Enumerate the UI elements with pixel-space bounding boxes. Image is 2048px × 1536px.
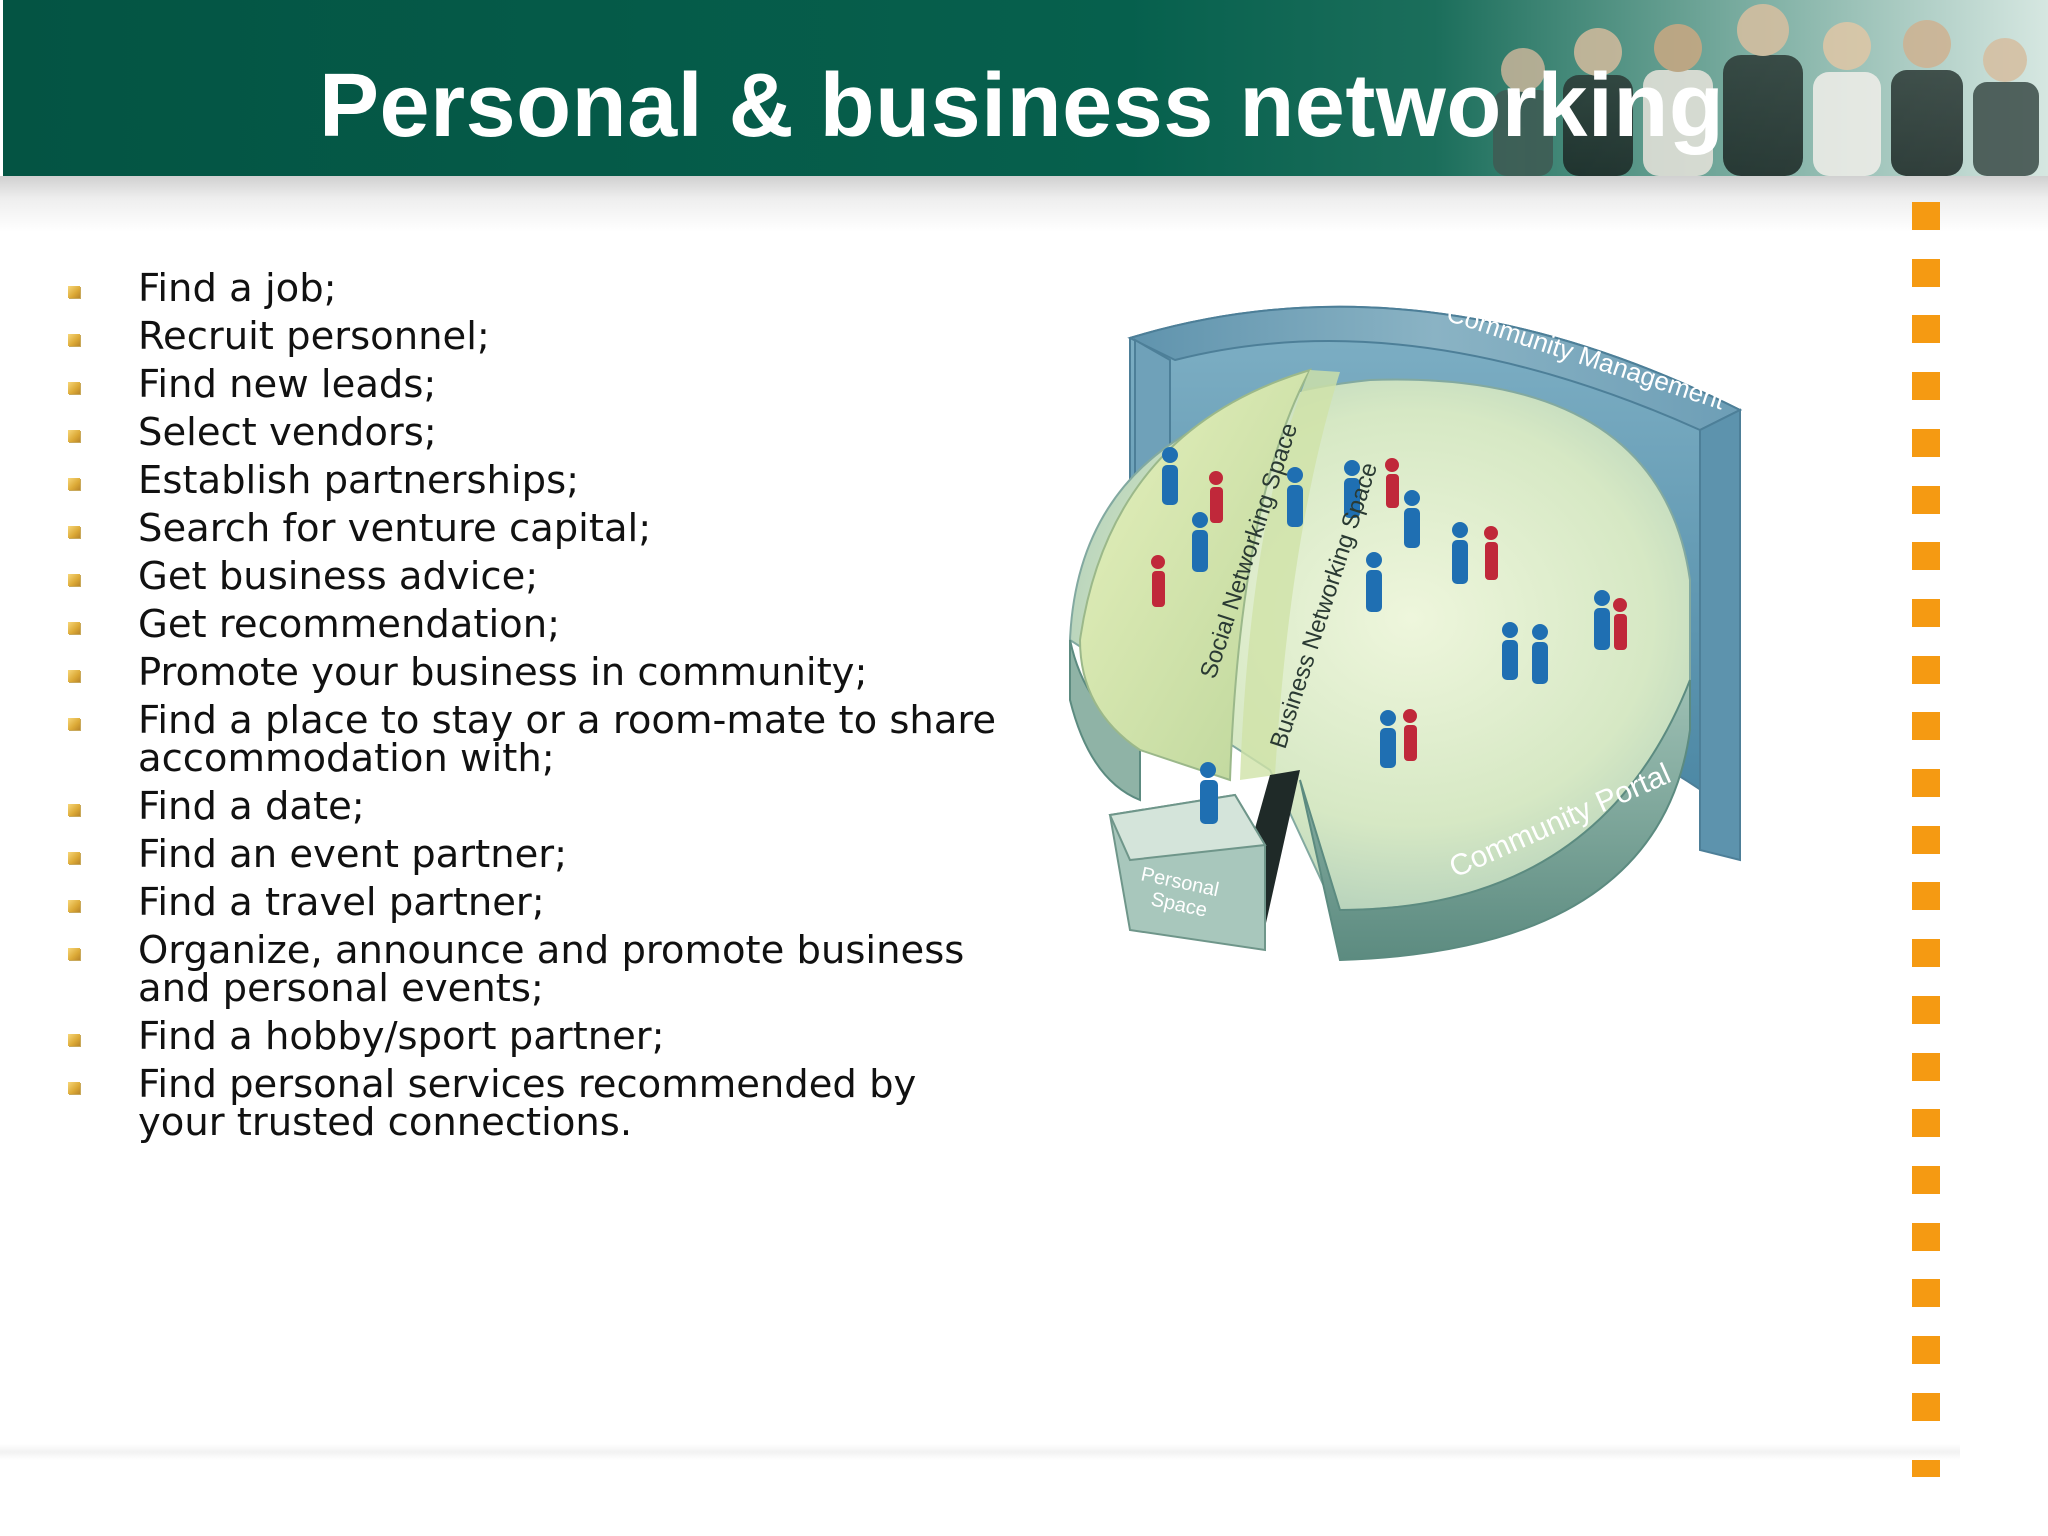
orange-square-marker xyxy=(1912,598,1940,627)
list-item: Establish partnerships; xyxy=(64,461,1004,500)
list-item: Find new leads; xyxy=(64,365,1004,404)
orange-square-marker xyxy=(1912,315,1940,344)
square-bullet-icon xyxy=(68,574,80,586)
square-bullet-icon xyxy=(68,382,80,394)
square-bullet-icon xyxy=(68,1082,80,1094)
orange-square-marker xyxy=(1912,939,1940,968)
square-bullet-icon xyxy=(68,526,80,538)
orange-square-marker xyxy=(1912,485,1940,514)
list-item-text: Recruit personnel; xyxy=(138,314,490,359)
square-bullet-icon xyxy=(68,430,80,442)
orange-square-marker xyxy=(1912,258,1940,287)
square-bullet-icon xyxy=(68,718,80,730)
square-bullet-icon xyxy=(68,948,80,960)
slide-title: Personal & business networking xyxy=(319,56,1725,156)
orange-square-marker xyxy=(1912,825,1940,854)
list-item: Promote your business in community; xyxy=(64,653,1004,692)
orange-square-marker xyxy=(1912,1336,1940,1364)
orange-square-marker xyxy=(1912,712,1940,741)
social-networking-dome xyxy=(1078,368,1313,782)
list-item-text: Find a place to stay or a room-mate to s… xyxy=(138,698,997,781)
orange-square-marker xyxy=(1912,542,1940,571)
orange-square-marker xyxy=(1912,1222,1940,1251)
list-item-text: Get business advice; xyxy=(138,554,539,599)
footer-divider xyxy=(0,1444,1960,1460)
list-item-text: Find a job; xyxy=(138,266,337,311)
square-bullet-icon xyxy=(68,334,80,346)
list-item: Recruit personnel; xyxy=(64,317,1004,356)
list-item-text: Select vendors; xyxy=(138,410,437,455)
list-item-text: Get recommendation; xyxy=(138,602,561,647)
list-item-text: Find an event partner; xyxy=(138,832,568,877)
title-banner: Personal & business networking xyxy=(3,0,2048,176)
business-people-photo xyxy=(1493,4,2039,176)
orange-square-marker xyxy=(1912,655,1940,684)
list-item-text: Organize, announce and promote business … xyxy=(138,928,965,1011)
square-bullet-icon xyxy=(68,622,80,634)
list-item: Find a date; xyxy=(64,787,1004,826)
list-item: Find a travel partner; xyxy=(64,883,1004,922)
orange-square-marker xyxy=(1912,1165,1940,1194)
orange-square-marker xyxy=(1912,372,1940,401)
list-item-text: Search for venture capital; xyxy=(138,506,652,551)
list-item: Search for venture capital; xyxy=(64,509,1004,548)
square-bullet-icon xyxy=(68,478,80,490)
square-bullet-icon xyxy=(68,900,80,912)
square-bullet-icon xyxy=(68,670,80,682)
square-bullet-icon xyxy=(68,1034,80,1046)
orange-square-marker xyxy=(1912,882,1940,911)
list-item: Find an event partner; xyxy=(64,835,1004,874)
list-item-text: Promote your business in community; xyxy=(138,650,868,695)
square-bullet-icon xyxy=(68,804,80,816)
bullet-list: Find a job; Recruit personnel; Find new … xyxy=(64,269,1004,1152)
list-item-text: Find new leads; xyxy=(138,362,437,407)
orange-square-marker xyxy=(1912,995,1940,1024)
list-item: Get recommendation; xyxy=(64,605,1004,644)
list-item: Organize, announce and promote business … xyxy=(64,931,1004,1008)
networking-spaces-diagram: Community Management Social Networking S… xyxy=(1068,297,1743,962)
list-item: Select vendors; xyxy=(64,413,1004,452)
list-item: Get business advice; xyxy=(64,557,1004,596)
list-item-text: Find a date; xyxy=(138,784,365,829)
list-item-text: Find personal services recommended by yo… xyxy=(138,1062,917,1145)
list-item: Find a job; xyxy=(64,269,1004,308)
list-item-text: Find a travel partner; xyxy=(138,880,545,925)
orange-square-marker xyxy=(1912,769,1940,797)
orange-square-marker xyxy=(1912,1052,1940,1081)
list-item: Find personal services recommended by yo… xyxy=(64,1065,1004,1142)
list-item-text: Establish partnerships; xyxy=(138,458,580,503)
list-item: Find a hobby/sport partner; xyxy=(64,1017,1004,1056)
people-figures xyxy=(1151,447,1627,824)
list-item-text: Find a hobby/sport partner; xyxy=(138,1014,665,1059)
orange-square-marker xyxy=(1912,1109,1940,1138)
orange-square-marker xyxy=(1912,1279,1940,1308)
orange-square-marker xyxy=(1912,1392,1940,1421)
header-shadow xyxy=(0,176,2048,232)
list-item: Find a place to stay or a room-mate to s… xyxy=(64,701,1004,778)
orange-square-marker xyxy=(1912,202,1940,230)
orange-square-marker xyxy=(1912,428,1940,457)
decorative-square-column xyxy=(1912,202,1942,1512)
square-bullet-icon xyxy=(68,852,80,864)
square-bullet-icon xyxy=(68,286,80,298)
